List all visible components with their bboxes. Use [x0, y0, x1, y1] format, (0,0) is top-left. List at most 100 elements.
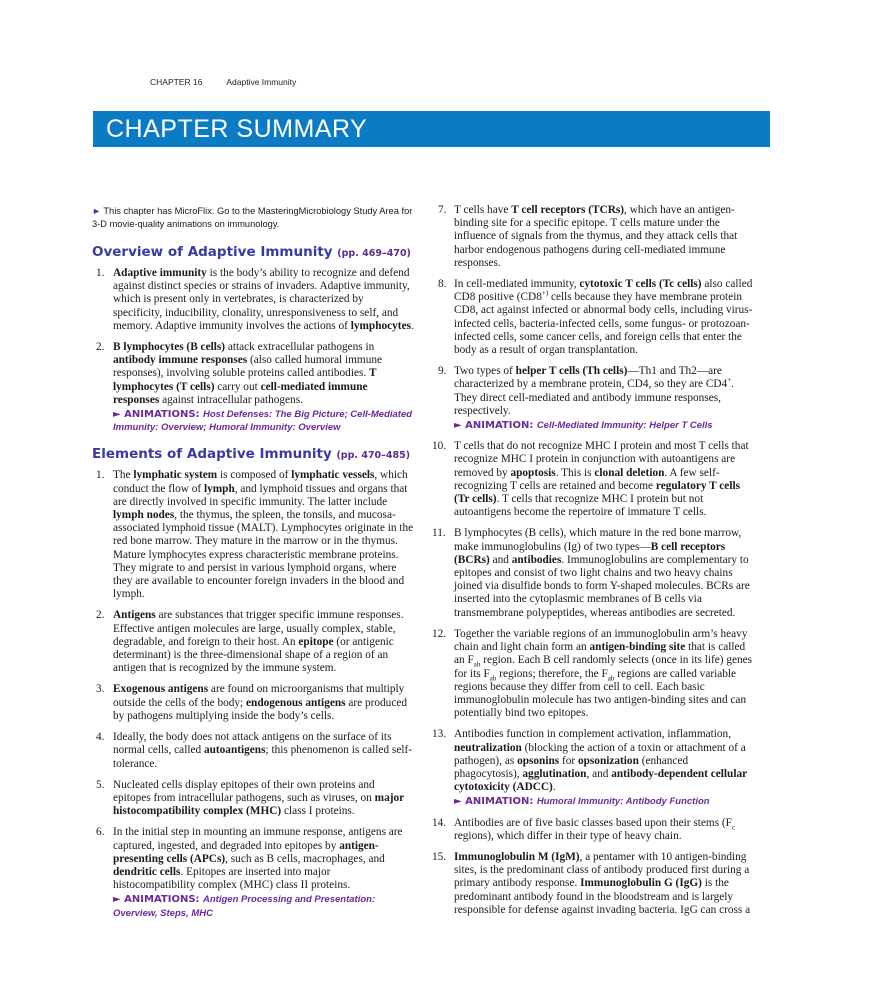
body-text: carry out: [214, 380, 261, 393]
animation-label: ► ANIMATION:: [454, 420, 537, 432]
animation-link[interactable]: ► ANIMATIONS: Host Defenses: The Big Pic…: [113, 408, 414, 434]
body-text: are found on microorganisms that multipl…: [113, 683, 405, 709]
body-text: are produced by pathogens multiplying in…: [113, 696, 408, 722]
body-text: regions), which differ in their type of …: [454, 829, 682, 842]
body-text: also called CD8 positive (CD8: [454, 278, 753, 304]
body-text: (or antigenic determinant) is the three-…: [113, 635, 394, 675]
list-item: 15. Immunoglobulin M (IgM), a pentamer wi…: [432, 851, 755, 917]
body-text: The: [113, 469, 134, 482]
key-term: lymph: [203, 482, 235, 495]
item-number: 2.: [96, 609, 105, 622]
list-item: 9.Two types of helper T cells (Th cells)…: [432, 365, 755, 432]
body-text: ab: [473, 660, 481, 669]
body-text: , the thymus, the spleen, the tonsils, a…: [113, 509, 414, 601]
key-term: opsonins: [517, 754, 560, 767]
body-text: , which conduct the flow of: [113, 469, 408, 495]
item-number: 15.: [432, 850, 447, 863]
body-text: Together the variable regions of an immu…: [454, 627, 748, 654]
section-heading: Overview of Adaptive Immunity (pp. 469–4…: [92, 244, 422, 260]
key-term: Immunoglobulin G (IgG): [580, 877, 702, 890]
item-number: 14.: [432, 816, 447, 829]
key-term: Immunoglobulin M (IgM): [454, 850, 580, 863]
body-text: regions are called variable regions beca…: [454, 667, 747, 720]
summary-list: 1.Adaptive immunity is the body’s abilit…: [92, 267, 422, 434]
key-term: opsonization: [577, 754, 639, 767]
body-text: is composed of: [217, 469, 292, 482]
animation-link[interactable]: ► ANIMATIONS: Antigen Processing and Pre…: [113, 893, 414, 919]
body-text: Antibodies function in complement activa…: [454, 728, 732, 741]
body-text: . This is: [555, 466, 595, 479]
animation-title: Humoral Immunity: Antibody Function: [536, 796, 710, 808]
body-text: Two types of: [454, 365, 516, 378]
summary-list: 1.The lymphatic system is composed of ly…: [92, 469, 422, 919]
body-text: region. Each B cell randomly selects (on…: [454, 654, 753, 680]
item-number: 7.: [438, 204, 447, 216]
body-text: , and: [586, 767, 612, 780]
key-term: clonal deletion: [594, 466, 665, 479]
body-text: regions; therefore, the F: [496, 667, 608, 680]
body-text: (enhanced phagocytosis),: [454, 754, 689, 780]
key-term: agglutination: [522, 767, 587, 780]
body-text: . T cells that recognize MHC I protein b…: [454, 493, 707, 519]
body-text: , a pentamer with 10 antigen-binding sit…: [454, 850, 750, 890]
list-item: 5.Nucleated cells display epitopes of th…: [92, 779, 414, 819]
animation-link[interactable]: ► ANIMATION: Humoral Immunity: Antibody …: [454, 795, 755, 808]
body-text: ; this phenomenon is called self-toleran…: [113, 744, 412, 770]
item-number: 1.: [96, 267, 105, 279]
animation-title: Cell-Mediated Immunity: Helper T Cells: [536, 420, 713, 432]
body-text: is the body’s ability to recognize and d…: [113, 267, 410, 332]
body-text: is the predominant antibody found in the…: [454, 877, 751, 916]
list-item: 7.T cells have T cell receptors (TCRs), …: [432, 204, 755, 270]
section-title: Overview of Adaptive Immunity: [92, 244, 338, 260]
list-item: 1.Adaptive immunity is the body’s abilit…: [92, 267, 414, 333]
body-text: +: [727, 376, 732, 385]
body-text: (also called humoral immune responses), …: [113, 354, 383, 380]
chapter-number: CHAPTER 16: [150, 77, 203, 87]
body-text: T cells have: [454, 204, 512, 216]
body-text: are substances that trigger specific imm…: [113, 609, 404, 648]
body-text: for: [559, 754, 578, 767]
body-text: .: [552, 781, 556, 794]
key-term: helper T cells (Th cells): [515, 365, 628, 378]
section-overview: Overview of Adaptive Immunity (pp. 469–4…: [92, 244, 422, 434]
key-term: antigen-binding site: [589, 641, 686, 654]
key-term: autoantigens: [203, 744, 266, 757]
key-term: antibodies: [511, 553, 562, 566]
key-term: regulatory T cells (Tr cells): [454, 479, 740, 506]
list-item: 2.Antigens are substances that trigger s…: [92, 609, 414, 675]
body-text: Nucleated cells display epitopes of thei…: [113, 778, 375, 804]
animation-label: ► ANIMATION:: [454, 796, 537, 808]
list-item: 12.Together the variable regions of an i…: [432, 628, 755, 720]
key-term: B lymphocytes (B cells): [113, 341, 226, 354]
key-term: B cell receptors (BCRs): [454, 540, 726, 566]
body-text: . A few self-recognizing T cells are ret…: [454, 466, 720, 492]
body-text: c: [731, 822, 736, 831]
body-text: cells because they have membrane protein…: [454, 291, 753, 357]
body-text: , such as B cells, macrophages, and: [225, 852, 385, 865]
summary-list-continued: 7.T cells have T cell receptors (TCRs), …: [432, 204, 762, 917]
animation-title: Antigen Processing and Presentation: Ove…: [113, 894, 376, 919]
key-term: neutralization: [454, 741, 522, 754]
body-text: attack extracellular pathogens in: [225, 341, 375, 354]
body-text: T cells that do not recognize MHC I prot…: [454, 440, 749, 479]
list-item: 4. Ideally, the body does not attack anti…: [92, 731, 414, 771]
key-term: antibody-dependent cellular cytotoxicity…: [454, 767, 747, 794]
animation-title: Host Defenses: The Big Picture; Cell-Med…: [113, 409, 413, 434]
key-term: apoptosis: [510, 466, 556, 479]
body-text: Ideally, the body does not attack antige…: [113, 731, 392, 757]
key-term: Exogenous antigens: [113, 683, 209, 696]
section-heading: Elements of Adaptive Immunity (pp. 470–4…: [92, 446, 422, 462]
body-text: . Epitopes are inserted into major histo…: [113, 865, 351, 892]
list-item: 6.In the initial step in mounting an imm…: [92, 826, 414, 919]
animation-link[interactable]: ► ANIMATION: Cell-Mediated Immunity: Hel…: [454, 419, 755, 432]
triangle-icon: ►: [92, 206, 101, 216]
body-text: (blocking the action of a toxin or attac…: [454, 741, 746, 767]
item-number: 3.: [96, 683, 105, 696]
body-text: against intracellular pathogens.: [159, 393, 303, 406]
page-range: (pp. 469–470): [337, 248, 411, 259]
list-item: 10.T cells that do not recognize MHC I p…: [432, 440, 755, 519]
item-number: 4.: [96, 731, 105, 744]
list-item: 11.B lymphocytes (B cells), which mature…: [432, 527, 755, 619]
key-term: lymph nodes: [113, 509, 175, 522]
key-term: endogenous antigens: [246, 696, 346, 709]
